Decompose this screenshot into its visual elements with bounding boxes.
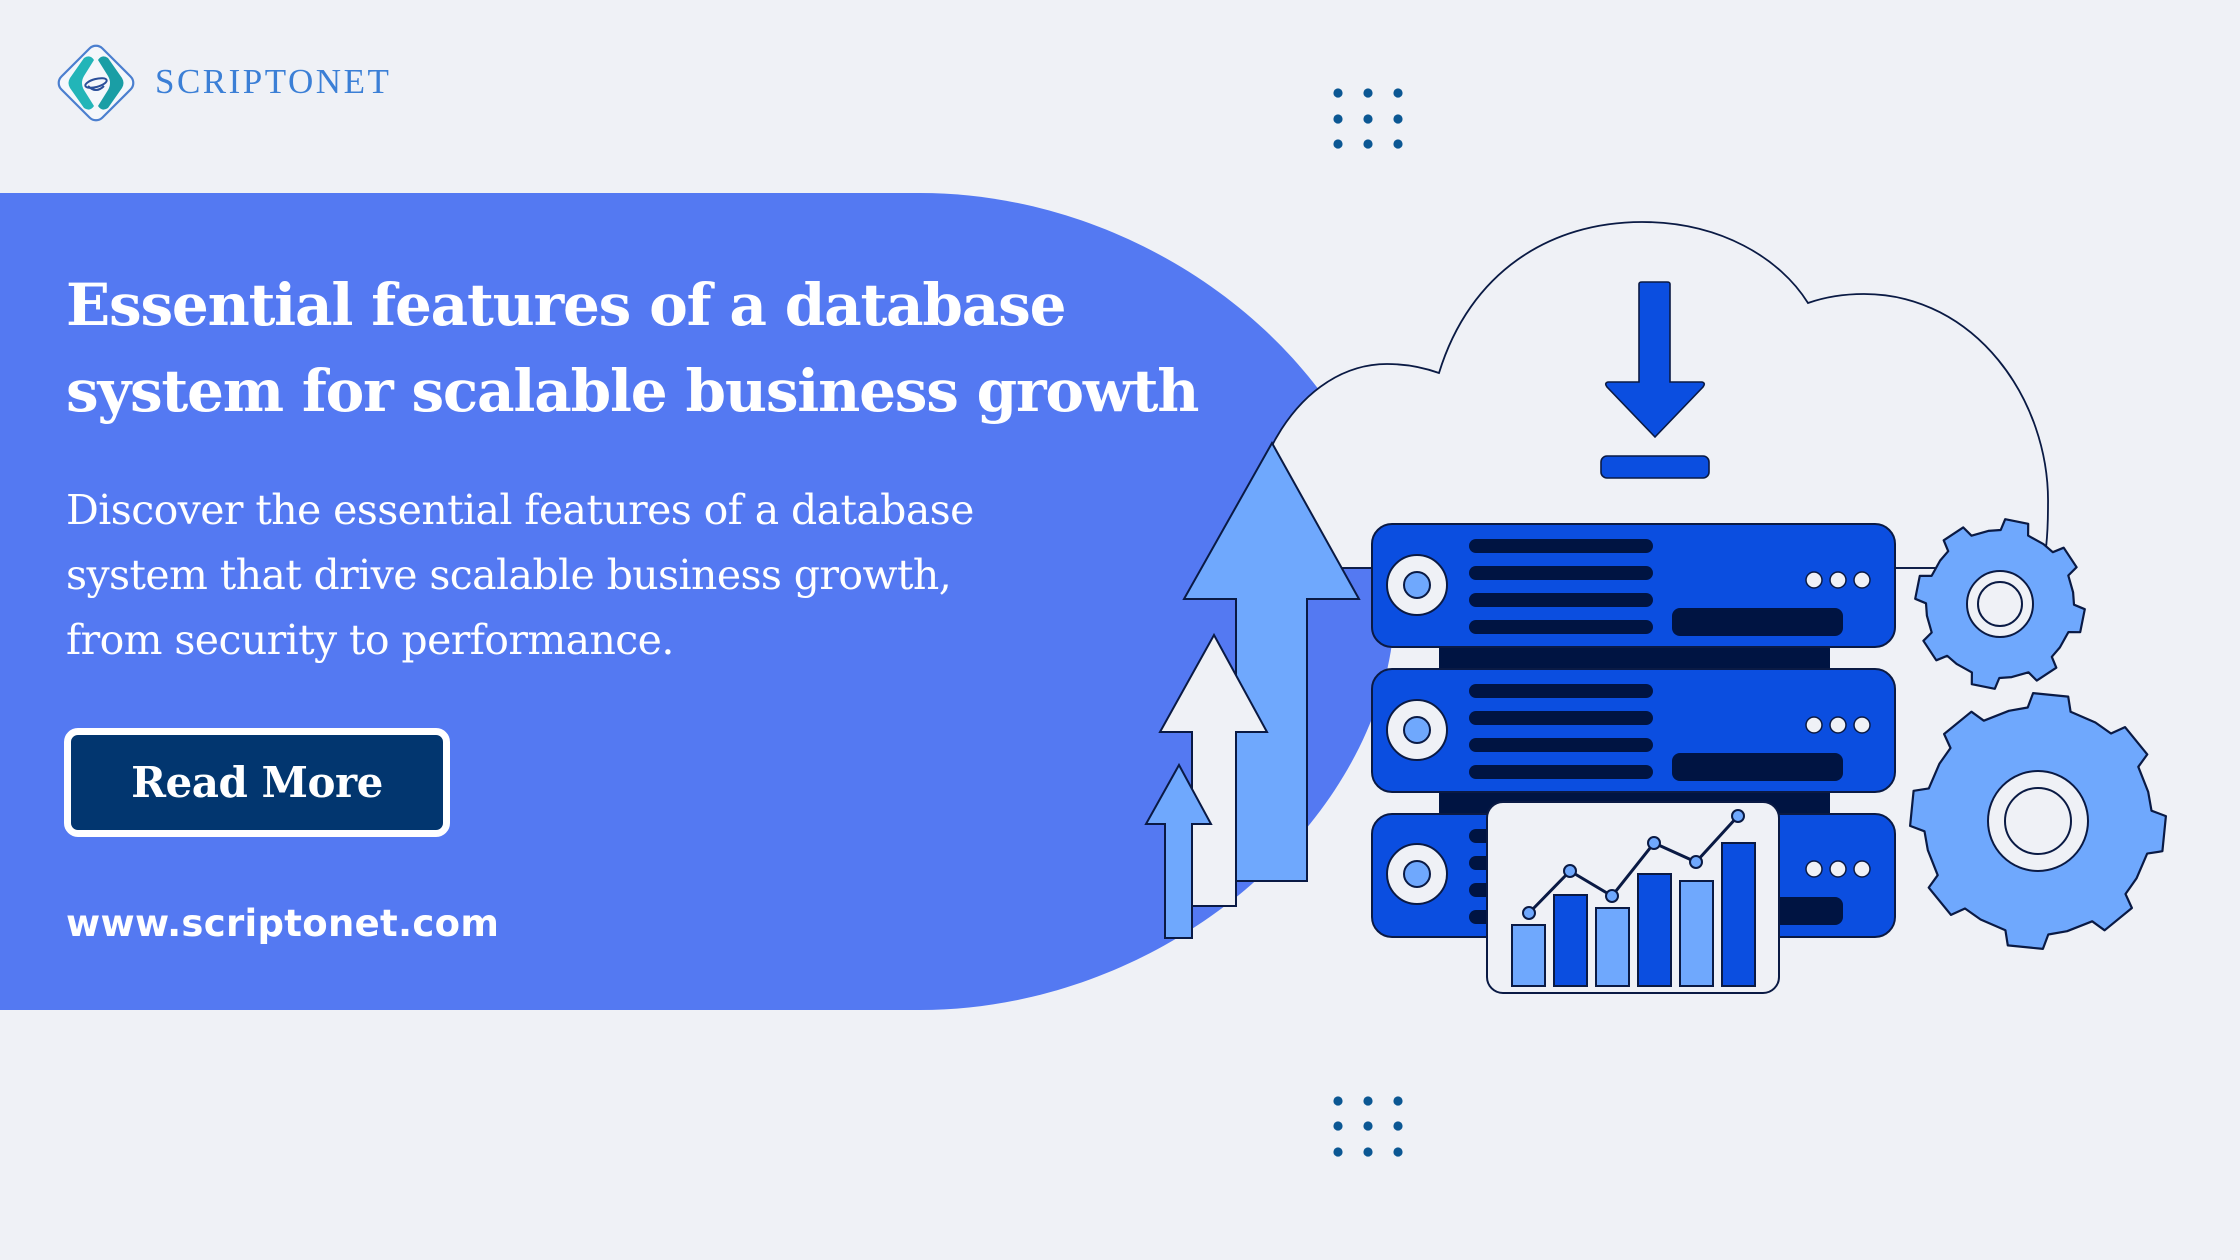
large-arrow [1182,440,1361,882]
brand-name: SCRIPTONET [155,62,392,101]
title-line-1: Essential features of a database [66,271,1067,339]
hero-description: Discover the essential features of a dat… [66,478,1166,673]
page-title: Essential features of a database system … [66,262,1316,434]
server-connector [1439,645,1830,671]
bar-line-chart-icon [1486,801,1780,994]
scriptonet-logo-icon [57,44,135,122]
title-line-2: system for scalable business growth [66,357,1199,425]
description-line-1: Discover the essential features of a dat… [66,486,974,534]
dot-grid-top [1333,88,1403,149]
server-unit-1 [1371,523,1896,648]
gear-icon [1909,692,2167,950]
download-arrow-icon [1600,281,1710,479]
server-unit-2 [1371,668,1896,793]
website-link[interactable]: www.scriptonet.com [66,902,500,945]
growth-arrows-icon [1144,440,1361,939]
read-more-button[interactable]: Read More [64,728,450,837]
small-arrow [1144,762,1213,939]
description-line-3: from security to performance. [66,616,674,664]
dot-grid-bottom [1333,1096,1403,1157]
description-line-2: system that drive scalable business grow… [66,551,952,599]
gear-icon [1914,518,2086,690]
medium-arrow [1158,632,1269,907]
